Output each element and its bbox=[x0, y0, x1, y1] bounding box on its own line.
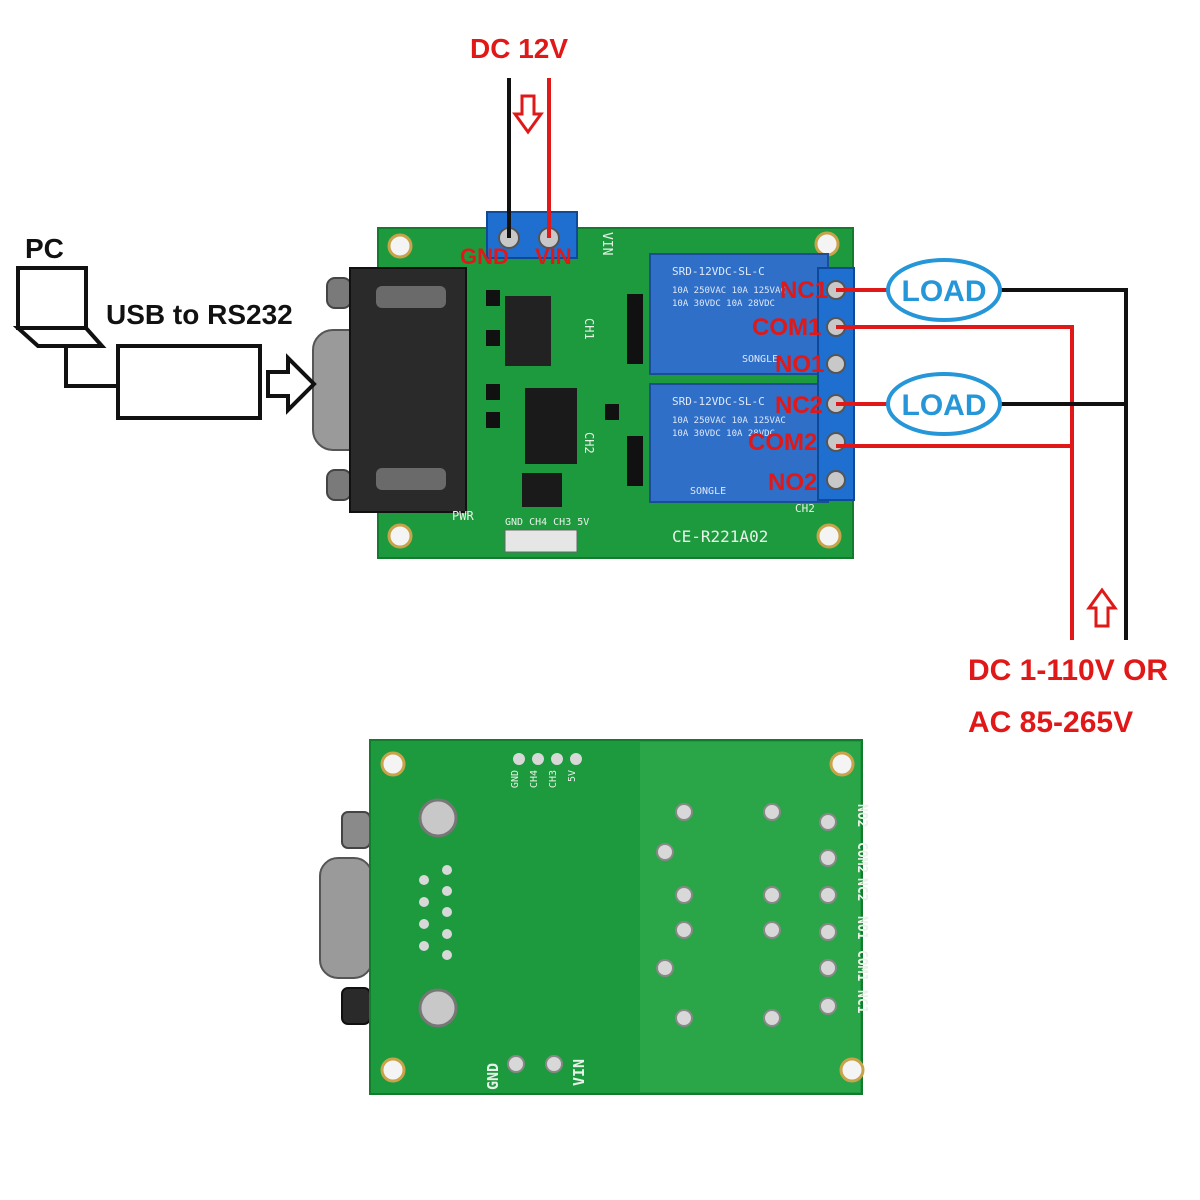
load-2: LOAD bbox=[886, 372, 1002, 436]
smd-part bbox=[605, 404, 619, 420]
vin-pad-back bbox=[545, 1055, 563, 1073]
relay-2: SRD-12VDC-SL-C 10A 250VAC 10A 125VAC 10A… bbox=[649, 383, 829, 503]
db9-shell-back bbox=[319, 857, 373, 979]
adapter-arrow bbox=[266, 353, 317, 415]
relay-terminal-block bbox=[817, 267, 855, 501]
relay-1-marking: SRD-12VDC-SL-C bbox=[672, 265, 765, 278]
smd-part bbox=[486, 412, 500, 428]
vin-silk-label: VIN bbox=[599, 232, 614, 255]
load1-return-wire bbox=[1000, 288, 1128, 640]
mounting-hole bbox=[814, 231, 840, 257]
back-header-ch3: CH3 bbox=[548, 770, 559, 788]
ch1-silk: CH1 bbox=[582, 318, 596, 340]
serial-ic bbox=[522, 473, 562, 507]
load-2-label: LOAD bbox=[902, 389, 987, 422]
vin-label: VIN bbox=[535, 244, 572, 269]
transistor bbox=[627, 294, 643, 364]
relay-1: SRD-12VDC-SL-C 10A 250VAC 10A 125VAC 10A… bbox=[649, 253, 829, 375]
smd-part bbox=[486, 384, 500, 400]
mounting-hole bbox=[387, 233, 413, 259]
pwr-silk: PWR bbox=[452, 509, 474, 523]
relay-2-brand: SONGLE bbox=[690, 486, 726, 497]
pin-header bbox=[504, 529, 578, 553]
terminal-label-nc2: NC2 bbox=[775, 392, 823, 419]
back-gnd-label: GND bbox=[484, 1063, 502, 1090]
db9-rivet bbox=[418, 988, 458, 1028]
com1-wire bbox=[836, 325, 1074, 640]
driver-ic bbox=[525, 388, 577, 464]
terminal-label-com1: COM1 bbox=[752, 314, 821, 341]
back-label-com1: COM1 bbox=[854, 950, 869, 981]
smd-part bbox=[486, 330, 500, 346]
relay-solder-joints bbox=[656, 803, 837, 1027]
load-1-label: LOAD bbox=[902, 275, 987, 308]
db9-screw-back bbox=[341, 987, 371, 1025]
power-down-arrow bbox=[512, 94, 544, 135]
back-header-ch4: CH4 bbox=[529, 770, 540, 788]
ch2-silk-terminal: CH2 bbox=[795, 502, 815, 515]
back-label-com2: COM2 bbox=[854, 842, 869, 873]
mounting-hole bbox=[829, 751, 855, 777]
relay-2-marking: SRD-12VDC-SL-C bbox=[672, 395, 765, 408]
relay-terminal-labels: NC1 COM1 NO1 NC2 COM2 NO2 bbox=[748, 277, 828, 496]
back-label-no2: NO2 bbox=[854, 804, 869, 827]
db9-rivet bbox=[418, 798, 458, 838]
gnd-pad-back bbox=[507, 1055, 525, 1073]
board-back: GND CH4 CH3 5V NO2 COM2 NC2 NO1 COM1 NC1… bbox=[319, 739, 869, 1095]
pc-cable bbox=[64, 346, 118, 388]
power-label: DC 12V bbox=[470, 33, 568, 64]
back-vin-label: VIN bbox=[570, 1059, 588, 1086]
ch2-silk: CH2 bbox=[582, 432, 596, 454]
db9-screw-back bbox=[341, 811, 371, 849]
terminal-label-com2: COM2 bbox=[748, 429, 817, 456]
terminal-label-no1: NO1 bbox=[775, 351, 824, 378]
supply-line-1: DC 1-110V OR bbox=[968, 654, 1168, 687]
header-silk: GND CH4 CH3 5V bbox=[505, 517, 589, 528]
mounting-hole bbox=[816, 523, 842, 549]
mounting-hole bbox=[387, 523, 413, 549]
transistor bbox=[627, 436, 643, 486]
relay-2-rating-b: 10A 30VDC 10A 28VDC bbox=[672, 429, 775, 439]
relay-1-rating-a: 10A 250VAC 10A 125VAC bbox=[672, 286, 786, 296]
board-model: CE-R221A02 bbox=[672, 527, 768, 546]
pc-icon bbox=[12, 266, 107, 348]
relay-1-brand: SONGLE bbox=[742, 354, 778, 365]
mounting-hole bbox=[839, 1057, 865, 1083]
back-label-nc2: NC2 bbox=[854, 878, 869, 901]
supply-line-2: AC 85-265V bbox=[968, 706, 1133, 739]
regulator-ic bbox=[505, 296, 551, 366]
gnd-label: GND bbox=[460, 244, 509, 269]
relay-area-back bbox=[640, 742, 860, 1092]
supply-up-arrow bbox=[1086, 587, 1118, 628]
relay-2-rating-a: 10A 250VAC 10A 125VAC bbox=[672, 416, 786, 426]
usb-rs232-adapter bbox=[116, 344, 262, 420]
load-1: LOAD bbox=[886, 258, 1002, 322]
back-label-nc1: NC1 bbox=[854, 990, 869, 1014]
back-label-no1: NO1 bbox=[854, 916, 869, 940]
back-header-gnd: GND bbox=[510, 770, 521, 788]
db9-connector bbox=[312, 267, 467, 513]
mounting-hole bbox=[380, 751, 406, 777]
db9-pads bbox=[419, 865, 452, 960]
header-pads-back bbox=[513, 753, 582, 765]
board-front: VIN CH1 CH2 GND CH4 CH3 5V PWR SRD- bbox=[312, 211, 855, 559]
terminal-label-nc1: NC1 bbox=[780, 277, 828, 304]
pc-label: PC bbox=[25, 233, 64, 264]
smd-part bbox=[486, 290, 500, 306]
adapter-label: USB to RS232 bbox=[106, 299, 293, 330]
relay-1-rating-b: 10A 30VDC 10A 28VDC bbox=[672, 299, 775, 309]
terminal-label-no2: NO2 bbox=[768, 469, 817, 496]
back-header-5v: 5V bbox=[567, 770, 578, 782]
mounting-hole bbox=[380, 1057, 406, 1083]
